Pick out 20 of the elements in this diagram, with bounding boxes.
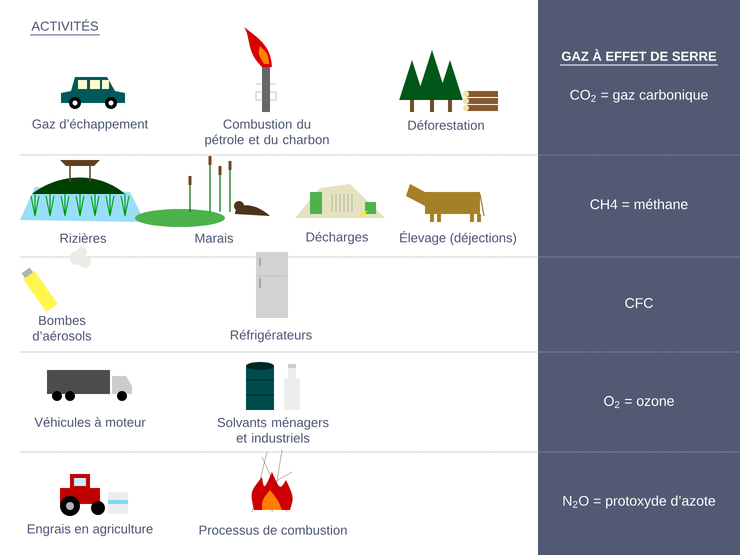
column-heading: GAZ À EFFET DE SERRE	[562, 49, 716, 61]
activity-label: Engrais en agriculture	[28, 524, 153, 536]
activity-label: Marais	[196, 233, 234, 243]
gas-label: CFC	[625, 298, 653, 308]
activity-label: Processus de combustion	[200, 525, 347, 535]
activity-label: Rizières	[60, 233, 106, 243]
activity-label: Réfrigérateurs	[230, 330, 312, 342]
gas-label: O$_{2}$ = ozone	[604, 396, 674, 408]
activity-label: Bombes d’aérosols	[32, 315, 92, 341]
activity-label: Combustion du pétrole et du charbon	[205, 119, 329, 147]
gas-label: N$_{2}$O = protoxyde d’azote	[563, 495, 716, 509]
gas-label: CO$_{2}$ = gaz carbonique	[570, 89, 708, 103]
activity-label: Déforestation	[408, 120, 484, 130]
activity-label: Gaz d’échappement	[32, 118, 148, 132]
activity-label: Élevage (déjections)	[400, 231, 516, 245]
gas-label: CH4 = méthane	[590, 198, 688, 210]
activity-label: Véhicules à moteur	[34, 417, 146, 427]
activity-label: Décharges	[306, 232, 368, 244]
activity-label: Solvants ménagers et industriels	[218, 417, 329, 443]
section-heading: ACTIVITÉS	[31, 19, 98, 31]
